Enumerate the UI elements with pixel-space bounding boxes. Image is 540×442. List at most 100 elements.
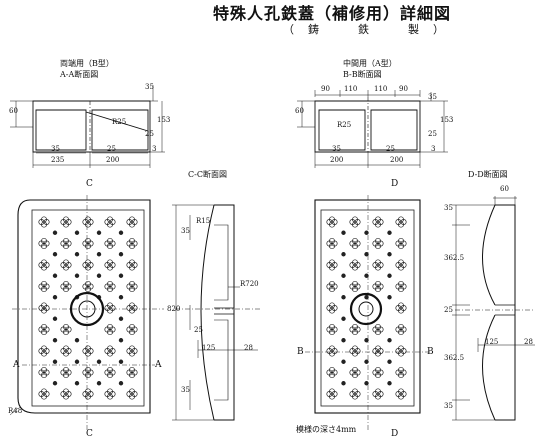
bb-radius-r25: R25	[337, 121, 352, 129]
section-cc-label: C-C断面図	[188, 170, 227, 179]
pattern-dot	[341, 359, 346, 364]
pattern-quatrefoil	[349, 280, 361, 293]
pattern-dot	[74, 273, 80, 278]
pattern-dot	[341, 316, 346, 321]
pattern-quatrefoil	[349, 388, 361, 400]
pattern-quatrefoil	[38, 216, 50, 228]
pattern-dot	[96, 230, 102, 235]
pattern-quatrefoil	[372, 237, 384, 250]
pattern-quatrefoil	[395, 302, 407, 314]
bb-dim-25: 25	[428, 130, 437, 138]
pattern-quatrefoil	[395, 259, 407, 271]
pattern-quatrefoil	[395, 237, 407, 250]
plan-view-middle	[305, 195, 430, 430]
pattern-dot	[341, 338, 346, 343]
pattern-quatrefoil	[82, 237, 94, 250]
section-bb-label: B-B断面図	[343, 70, 382, 79]
pattern-quatrefoil	[104, 280, 116, 293]
aa-right-cavity	[91, 109, 149, 151]
aa-dim-153: 153	[157, 116, 171, 124]
pattern-quatrefoil	[60, 323, 72, 336]
pattern-quatrefoil	[326, 388, 338, 400]
pattern-dot	[74, 252, 80, 257]
aa-left-cavity	[35, 109, 87, 151]
plan-view-both-end	[9, 195, 164, 430]
pattern-quatrefoil	[326, 302, 338, 314]
pattern-quatrefoil	[82, 388, 94, 400]
pattern-quatrefoil	[126, 280, 138, 293]
aa-dim-235: 235	[51, 156, 65, 164]
pattern-dot	[387, 359, 392, 364]
bb-dim-200-right: 200	[390, 156, 404, 164]
marker-c-top: C	[86, 179, 93, 189]
pattern-dot	[387, 273, 392, 278]
pattern-quatrefoil	[326, 345, 338, 357]
pattern-quatrefoil	[349, 345, 361, 357]
aa-dim-35-top: 35	[145, 83, 154, 91]
pattern-quatrefoil	[372, 323, 384, 336]
pattern-dot	[341, 230, 346, 235]
pattern-quatrefoil	[372, 280, 384, 293]
dd-dim-25: 25	[444, 306, 453, 314]
pattern-dot	[364, 295, 369, 300]
pattern-quatrefoil	[326, 323, 338, 336]
section-cc-drawing	[172, 204, 262, 421]
plan-middle-pattern	[326, 216, 407, 400]
cc-dim-28: 28	[244, 344, 253, 352]
pattern-quatrefoil	[395, 366, 407, 379]
bb-dim-110-left: 110	[344, 85, 358, 93]
pattern-dot	[118, 359, 124, 364]
drawing-title: 特殊人孔鉄蓋（補修用）詳細図	[213, 4, 452, 23]
bb-dim-60: 60	[295, 107, 304, 115]
pattern-dot	[74, 381, 80, 386]
pattern-dot	[118, 381, 124, 386]
aa-dim-60: 60	[9, 107, 18, 115]
pattern-quatrefoil	[326, 280, 338, 293]
aa-slope	[85, 111, 149, 132]
dd-arcs	[482, 204, 496, 421]
dd-dim-3625-bottom: 362.5	[444, 354, 465, 362]
cc-dim-35-top: 35	[181, 227, 190, 235]
pattern-dot	[364, 230, 369, 235]
pattern-quatrefoil	[104, 259, 116, 271]
pattern-dot	[52, 230, 58, 235]
pattern-quatrefoil	[60, 259, 72, 271]
plan-radius-r48: R48	[8, 407, 23, 415]
drawing-subtitle: （鋳 鉄 製）	[283, 23, 458, 36]
pattern-quatrefoil	[326, 366, 338, 379]
pattern-quatrefoil	[60, 237, 72, 250]
cc-plate	[214, 204, 235, 421]
pattern-dot	[364, 359, 369, 364]
plan-outline	[17, 199, 151, 414]
dd-dim-35-top: 35	[444, 204, 453, 212]
pattern-dot	[96, 273, 102, 278]
cc-dim-35-bottom: 35	[181, 386, 190, 394]
marker-b-right: B	[427, 347, 434, 357]
pattern-quatrefoil	[82, 216, 94, 228]
pattern-quatrefoil	[395, 280, 407, 293]
aa-outline	[32, 100, 151, 153]
pattern-dot	[364, 252, 369, 257]
pattern-dot	[341, 273, 346, 278]
pattern-quatrefoil	[60, 280, 72, 293]
plan-pattern	[38, 216, 138, 400]
dd-plate	[495, 204, 516, 421]
pattern-quatrefoil	[104, 302, 116, 314]
pattern-quatrefoil	[349, 259, 361, 271]
section-bb-drawing	[297, 90, 448, 168]
bb-dim-153: 153	[440, 116, 454, 124]
pattern-quatrefoil	[372, 345, 384, 357]
pattern-dot	[364, 338, 369, 343]
bb-dim-200-left: 200	[330, 156, 344, 164]
pattern-quatrefoil	[82, 280, 94, 293]
pattern-dot	[387, 252, 392, 257]
marker-a-right: A	[155, 360, 162, 370]
pattern-quatrefoil	[82, 366, 94, 379]
pattern-dot	[387, 230, 392, 235]
pattern-quatrefoil	[104, 237, 116, 250]
bb-dim-25-bottom: 25	[386, 145, 395, 153]
dd-dim-60: 60	[500, 185, 509, 193]
marker-c-bottom: C	[86, 429, 93, 439]
cc-arc-outer	[200, 204, 215, 421]
